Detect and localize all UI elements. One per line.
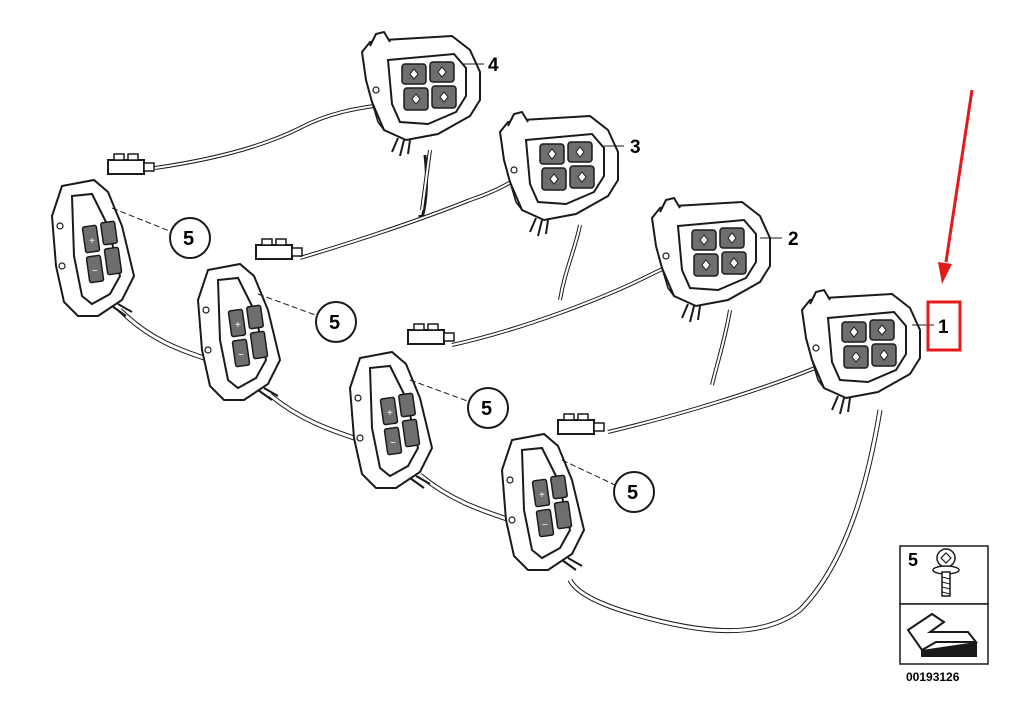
install-direction-arrow-icon <box>906 612 979 657</box>
switch-unit-1 <box>801 289 921 415</box>
side-switch-unit <box>501 433 585 571</box>
switch-unit-3 <box>499 111 619 237</box>
part-label-1: 1 <box>938 317 949 338</box>
screw-callout: 5 <box>613 471 655 513</box>
screw-callout: 5 <box>467 387 509 429</box>
connector-plug <box>407 323 455 345</box>
leader-lines <box>111 63 934 486</box>
connector-plug <box>107 153 155 175</box>
switch-unit-4 <box>361 31 481 157</box>
part-label-2: 2 <box>788 229 799 250</box>
side-switch-unit <box>51 179 135 317</box>
part-label-3: 3 <box>630 137 641 158</box>
svg-text:5: 5 <box>481 398 492 420</box>
side-switch-unit <box>349 351 433 489</box>
part-label-4: 4 <box>488 55 499 76</box>
screw-callout: 5 <box>169 217 211 259</box>
svg-text:5: 5 <box>183 228 194 250</box>
connector-plug <box>255 238 303 260</box>
screw-icon <box>932 548 960 597</box>
svg-text:5: 5 <box>627 482 638 504</box>
switch-unit-2 <box>651 197 771 323</box>
svg-text:5: 5 <box>329 312 340 334</box>
diagram-id: 00193126 <box>906 670 960 684</box>
legend-item-number: 5 <box>908 550 918 570</box>
screw-callout: 5 <box>315 301 357 343</box>
highlight-box <box>926 300 962 352</box>
highlight-arrow-icon <box>938 89 974 284</box>
legend-box: 5 <box>899 545 989 665</box>
side-switch-unit <box>197 263 281 401</box>
connector-plug <box>557 413 605 435</box>
